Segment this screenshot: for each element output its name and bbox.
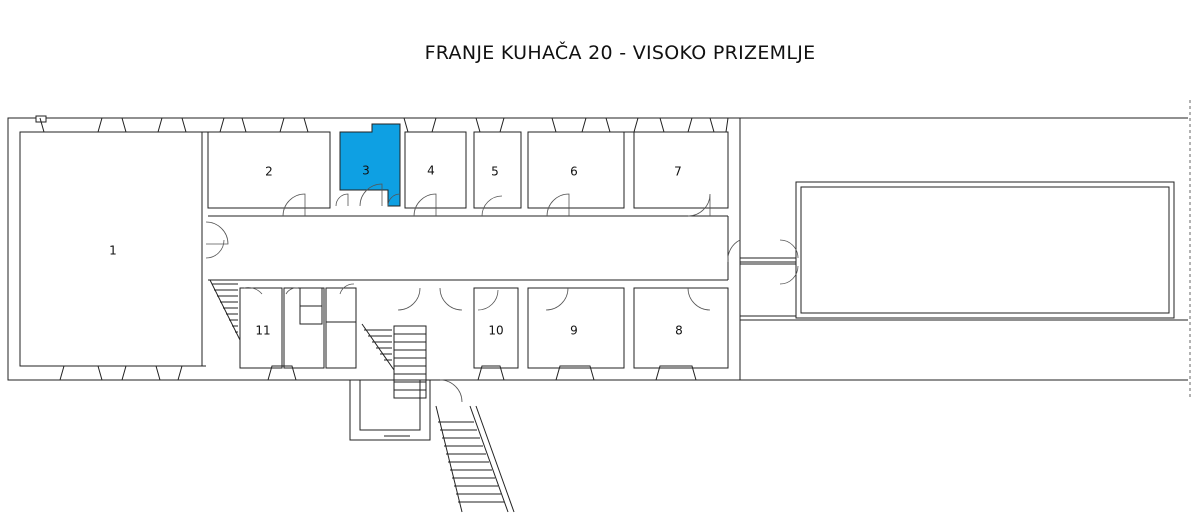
room-label-4[interactable]: 4 <box>427 164 435 178</box>
stairs-central <box>361 323 427 399</box>
room-labels: 1 2 3 4 5 6 7 8 9 10 11 <box>109 164 683 338</box>
room-label-3[interactable]: 3 <box>362 164 370 178</box>
room-label-5[interactable]: 5 <box>491 165 499 179</box>
room-3[interactable] <box>335 123 401 207</box>
room-label-8[interactable]: 8 <box>675 324 683 338</box>
doors <box>205 193 799 403</box>
stairs-exterior <box>435 405 515 513</box>
bottom-rooms <box>239 287 729 369</box>
room-label-1[interactable]: 1 <box>109 244 117 258</box>
room-label-6[interactable]: 6 <box>570 165 578 179</box>
room-label-9[interactable]: 9 <box>570 324 578 338</box>
room-label-2[interactable]: 2 <box>265 165 273 179</box>
outer-walls <box>7 100 1191 441</box>
room-label-11[interactable]: 11 <box>255 324 270 338</box>
plan-title: FRANJE KUHAČA 20 - VISOKO PRIZEMLJE <box>424 42 816 64</box>
stairs-west <box>209 279 241 341</box>
room-label-7[interactable]: 7 <box>674 165 682 179</box>
room-label-10[interactable]: 10 <box>488 324 503 338</box>
bottom-windows <box>59 365 697 437</box>
top-rooms <box>207 131 729 209</box>
